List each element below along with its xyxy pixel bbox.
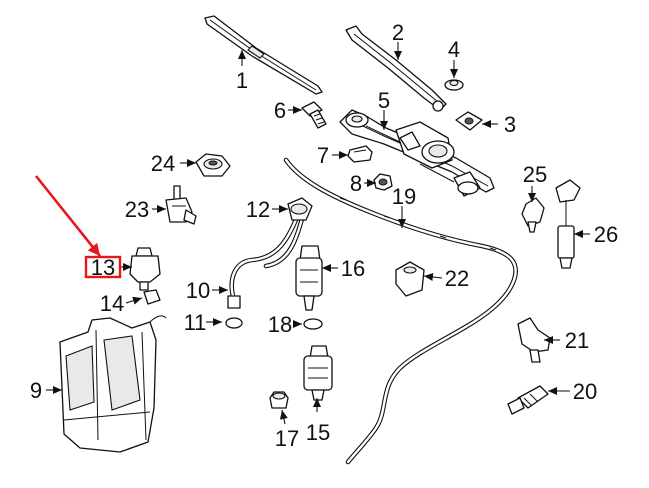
highlight-arrow bbox=[34, 175, 102, 257]
part-plug bbox=[195, 153, 231, 177]
part-washer-pump-13 bbox=[129, 247, 161, 291]
callout-label-22: 22 bbox=[445, 266, 469, 291]
part-sensor bbox=[507, 385, 549, 415]
part-washer-pump-lower bbox=[303, 345, 333, 401]
highlight-marker bbox=[34, 175, 122, 279]
callout-label-15: 15 bbox=[306, 420, 330, 445]
part-nut bbox=[444, 79, 464, 91]
callout-label-14: 14 bbox=[100, 291, 124, 316]
callout-label-9: 9 bbox=[30, 378, 42, 403]
part-plug-14 bbox=[143, 289, 161, 305]
callout-label-21: 21 bbox=[565, 328, 589, 353]
part-cap bbox=[455, 111, 483, 131]
highlight-box bbox=[84, 255, 122, 279]
callout-label-1: 1 bbox=[236, 68, 248, 93]
part-bolt bbox=[301, 101, 327, 129]
part-tee-connector bbox=[165, 185, 197, 225]
part-reservoir bbox=[59, 315, 167, 453]
callout-label-24: 24 bbox=[151, 151, 175, 176]
callout-label-12: 12 bbox=[246, 197, 270, 222]
part-grommet-17 bbox=[269, 391, 289, 409]
part-grommet bbox=[373, 173, 393, 191]
part-jet-25 bbox=[521, 197, 545, 233]
part-clip bbox=[347, 145, 373, 163]
callout-label-13: 13 bbox=[91, 255, 115, 280]
callout-labels: 1 2 3 4 5 6 7 8 9 10 11 12 13 14 15 16 1… bbox=[30, 20, 618, 451]
part-washer-hose bbox=[227, 197, 313, 309]
callout-label-25: 25 bbox=[523, 162, 547, 187]
part-hose-line bbox=[283, 157, 518, 465]
callout-label-7: 7 bbox=[317, 143, 329, 168]
callout-label-5: 5 bbox=[378, 88, 390, 113]
part-washer-pump-upper bbox=[295, 245, 323, 311]
callout-label-23: 23 bbox=[125, 197, 149, 222]
part-o-ring-11 bbox=[225, 317, 243, 329]
callout-label-3: 3 bbox=[504, 112, 516, 137]
callout-label-2: 2 bbox=[392, 20, 404, 45]
callout-label-19: 19 bbox=[392, 184, 416, 209]
part-o-ring-18 bbox=[303, 318, 323, 330]
callout-label-17: 17 bbox=[275, 426, 299, 451]
callout-label-16: 16 bbox=[341, 256, 365, 281]
part-bracket bbox=[517, 317, 551, 363]
leader-lines bbox=[46, 42, 590, 425]
callout-label-8: 8 bbox=[350, 171, 362, 196]
part-wiper-blade bbox=[204, 15, 323, 95]
callout-label-26: 26 bbox=[594, 222, 618, 247]
part-wiper-linkage bbox=[339, 109, 495, 197]
callout-label-10: 10 bbox=[186, 278, 210, 303]
callout-label-18: 18 bbox=[268, 312, 292, 337]
part-connector bbox=[395, 261, 425, 297]
part-jet-26 bbox=[555, 179, 581, 269]
callout-label-20: 20 bbox=[573, 379, 597, 404]
callout-label-4: 4 bbox=[448, 37, 460, 62]
part-wiper-arm bbox=[345, 25, 447, 112]
callout-label-11: 11 bbox=[184, 310, 207, 335]
callout-label-6: 6 bbox=[274, 98, 286, 123]
